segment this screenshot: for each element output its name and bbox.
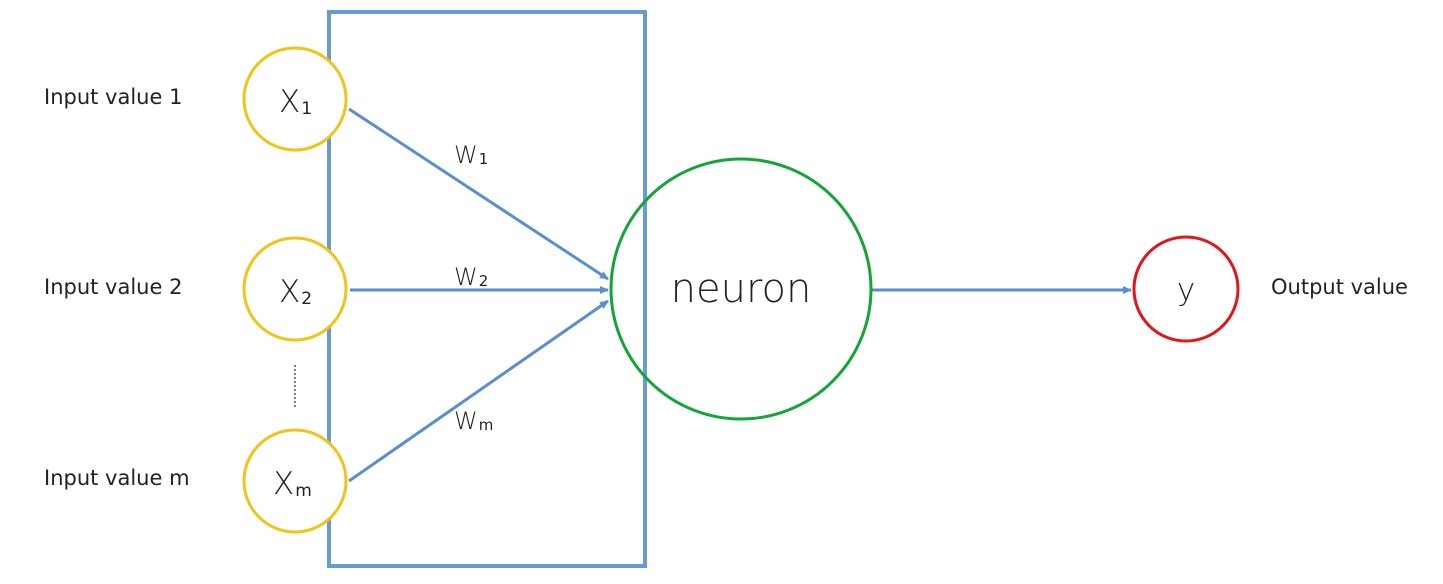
input-symbol-1-sub: 1 [301, 99, 312, 119]
input-symbol-2: X2 [279, 274, 312, 310]
weight-label-1-main: W [454, 141, 478, 169]
weight-label-2-sub: 2 [479, 272, 489, 290]
output-symbol: y [1177, 272, 1195, 308]
neuron-label: neuron [671, 266, 812, 312]
input-symbol-1: X1 [279, 84, 312, 120]
weight-arrow-1 [348, 107, 609, 281]
weight-label-1: W1 [454, 141, 488, 169]
output-label: Output value [1271, 275, 1408, 299]
weight-arrow-m [348, 299, 609, 483]
input-symbol-m: Xm [273, 466, 312, 502]
neuron-node [609, 157, 873, 421]
weight-label-m: Wm [454, 407, 493, 435]
input-node-1 [242, 46, 348, 152]
input-symbol-m-main: X [273, 466, 294, 502]
input-symbol-m-sub: m [295, 481, 312, 501]
input-label-2: Input value 2 [44, 275, 182, 299]
input-symbol-2-main: X [279, 274, 300, 310]
input-symbol-2-sub: 2 [301, 289, 312, 309]
input-label-1: Input value 1 [44, 85, 182, 109]
weight-label-m-main: W [454, 407, 478, 435]
input-node-2 [242, 236, 348, 342]
output-node [1132, 235, 1240, 343]
input-label-m: Input value m [44, 466, 190, 490]
weight-label-2: W2 [454, 263, 488, 291]
input-symbol-1-main: X [279, 84, 300, 120]
weight-label-m-sub: m [479, 416, 494, 434]
weight-label-2-main: W [454, 263, 478, 291]
weight-label-1-sub: 1 [479, 150, 489, 168]
input-node-m [242, 428, 348, 534]
